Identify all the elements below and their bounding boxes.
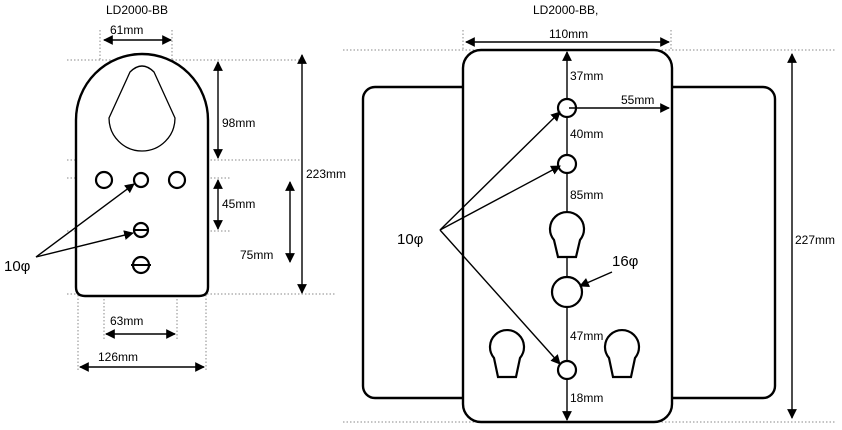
left-dim-keyhole: 98mm <box>222 116 255 130</box>
right-hole-bottom <box>556 359 578 381</box>
left-dim-hole-spacing: 45mm <box>222 197 255 211</box>
left-title: LD2000-BB <box>106 3 168 17</box>
left-hole-center <box>132 171 150 189</box>
right-title: LD2000-BB, <box>533 3 598 17</box>
right-cutout-left <box>488 329 526 379</box>
left-hole-left <box>94 170 114 190</box>
left-dim-plate-width: 126mm <box>98 350 138 364</box>
left-hole-callout: 10φ <box>4 258 31 275</box>
left-plate-drawing: LD2000-BB 61mm 98mm 45mm 75mm 223mm 63mm… <box>4 3 346 372</box>
right-dim-offset: 55mm <box>621 93 654 107</box>
right-dim-bottom: 18mm <box>570 391 603 405</box>
right-dim-spacing-3: 47mm <box>570 329 603 343</box>
right-holes <box>550 97 584 381</box>
left-callout-leaders <box>35 183 135 258</box>
right-cutout-right <box>603 329 641 379</box>
right-dim-spacing-2: 85mm <box>570 188 603 202</box>
right-hole-callout-small: 10φ <box>397 231 424 248</box>
right-dim-spacing-1: 40mm <box>570 127 603 141</box>
right-hole-second <box>556 153 578 175</box>
left-dim-lower: 75mm <box>240 248 273 262</box>
right-cylinder-cutouts <box>488 211 641 379</box>
left-dimensions <box>79 35 307 372</box>
right-cutout-center <box>548 211 586 259</box>
left-dim-top-width: 61mm <box>110 23 143 37</box>
left-keyhole <box>108 65 176 152</box>
right-dimensions <box>465 37 797 419</box>
right-dim-top: 37mm <box>570 69 603 83</box>
left-hole-right <box>167 170 187 190</box>
right-callout-leaders <box>439 111 613 365</box>
left-mount-holes <box>94 170 187 275</box>
right-hole-large <box>550 275 584 309</box>
right-dim-width: 110mm <box>549 27 588 41</box>
right-dim-total-height: 227mm <box>795 233 835 247</box>
left-dim-hole-width: 63mm <box>110 314 143 328</box>
right-plate-drawing: LD2000-BB, 110mm 37mm 55mm 40mm 85mm 47m… <box>343 3 835 424</box>
left-dim-total-height: 223mm <box>306 167 346 181</box>
right-hole-callout-large: 16φ <box>612 253 639 270</box>
